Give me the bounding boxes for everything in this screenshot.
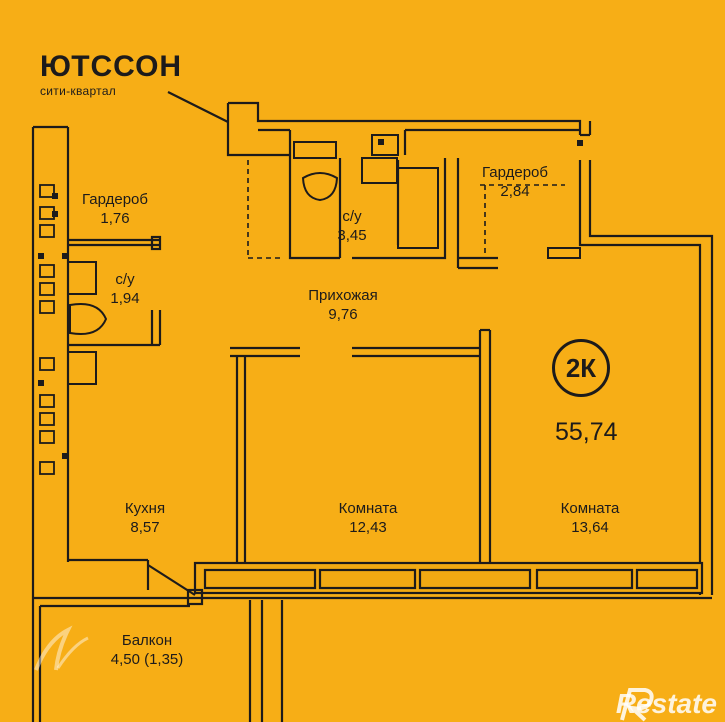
watermark-text: Restate bbox=[615, 688, 717, 719]
logo-leader-line bbox=[167, 91, 229, 123]
hall-closet-dashed bbox=[247, 160, 565, 259]
room-area: 1,76 bbox=[100, 210, 130, 227]
room-area: 8,57 bbox=[130, 519, 160, 536]
brand-subtitle: сити-квартал bbox=[40, 84, 117, 98]
room-area: 1,94 bbox=[110, 290, 140, 307]
room-label-kitchen: Кухня 8,57 bbox=[125, 499, 165, 537]
room-name: Комната bbox=[560, 500, 620, 517]
bottom-windows bbox=[193, 561, 712, 600]
room-name: Балкон bbox=[121, 632, 173, 649]
room-area: 12,43 bbox=[349, 519, 387, 536]
room-area: 3,45 bbox=[337, 227, 367, 244]
bath-top-walls bbox=[288, 134, 447, 260]
room-name: Прихожая bbox=[308, 287, 378, 304]
restate-r-logo-icon bbox=[620, 688, 654, 722]
room-label-bath-left: с/у 1,94 bbox=[110, 270, 139, 308]
room-area: 13,64 bbox=[571, 519, 609, 536]
wardrobe-left-walls bbox=[68, 235, 162, 251]
room-name: Гардероб bbox=[82, 191, 148, 208]
brand-name: ЮТССОН bbox=[40, 50, 183, 83]
outer-wall-top bbox=[226, 101, 592, 160]
room-name: с/у bbox=[342, 208, 362, 225]
room-label-room-right: Комната 13,64 bbox=[561, 499, 620, 537]
outer-wall-right bbox=[578, 160, 714, 595]
room-name: Комната bbox=[338, 500, 398, 517]
apartment-type-badge: 2К bbox=[552, 339, 610, 397]
room-label-wardrobe-left: Гардероб 1,76 bbox=[82, 190, 148, 228]
wardrobe-right-walls bbox=[456, 158, 581, 270]
left-column-markers bbox=[38, 139, 583, 459]
room-name: Кухня bbox=[124, 500, 166, 517]
total-area: 55,74 bbox=[555, 418, 618, 446]
room-label-hallway: Прихожая 9,76 bbox=[308, 286, 378, 324]
room-label-balcony: Балкон 4,50 (1,35) bbox=[111, 631, 184, 669]
room-area: 9,76 bbox=[328, 306, 358, 323]
room-label-room-middle: Комната 12,43 bbox=[339, 499, 398, 537]
rooms-partitions bbox=[230, 328, 492, 565]
balcony-walls bbox=[31, 588, 284, 722]
watermark-logo-icon bbox=[34, 625, 89, 671]
left-column-details bbox=[39, 184, 55, 475]
kitchen-partition bbox=[68, 558, 196, 596]
room-label-wardrobe-right: Гардероб 2,84 bbox=[482, 163, 548, 201]
room-name: Гардероб bbox=[482, 164, 548, 181]
room-name: с/у bbox=[115, 271, 135, 288]
room-area: 4,50 (1,35) bbox=[110, 651, 184, 668]
room-area: 2,84 bbox=[500, 183, 530, 200]
room-label-bath-top: с/у 3,45 bbox=[337, 207, 366, 245]
brand-logo: ЮТССОН сити-квартал bbox=[40, 50, 183, 99]
bath-left-walls bbox=[67, 261, 162, 385]
